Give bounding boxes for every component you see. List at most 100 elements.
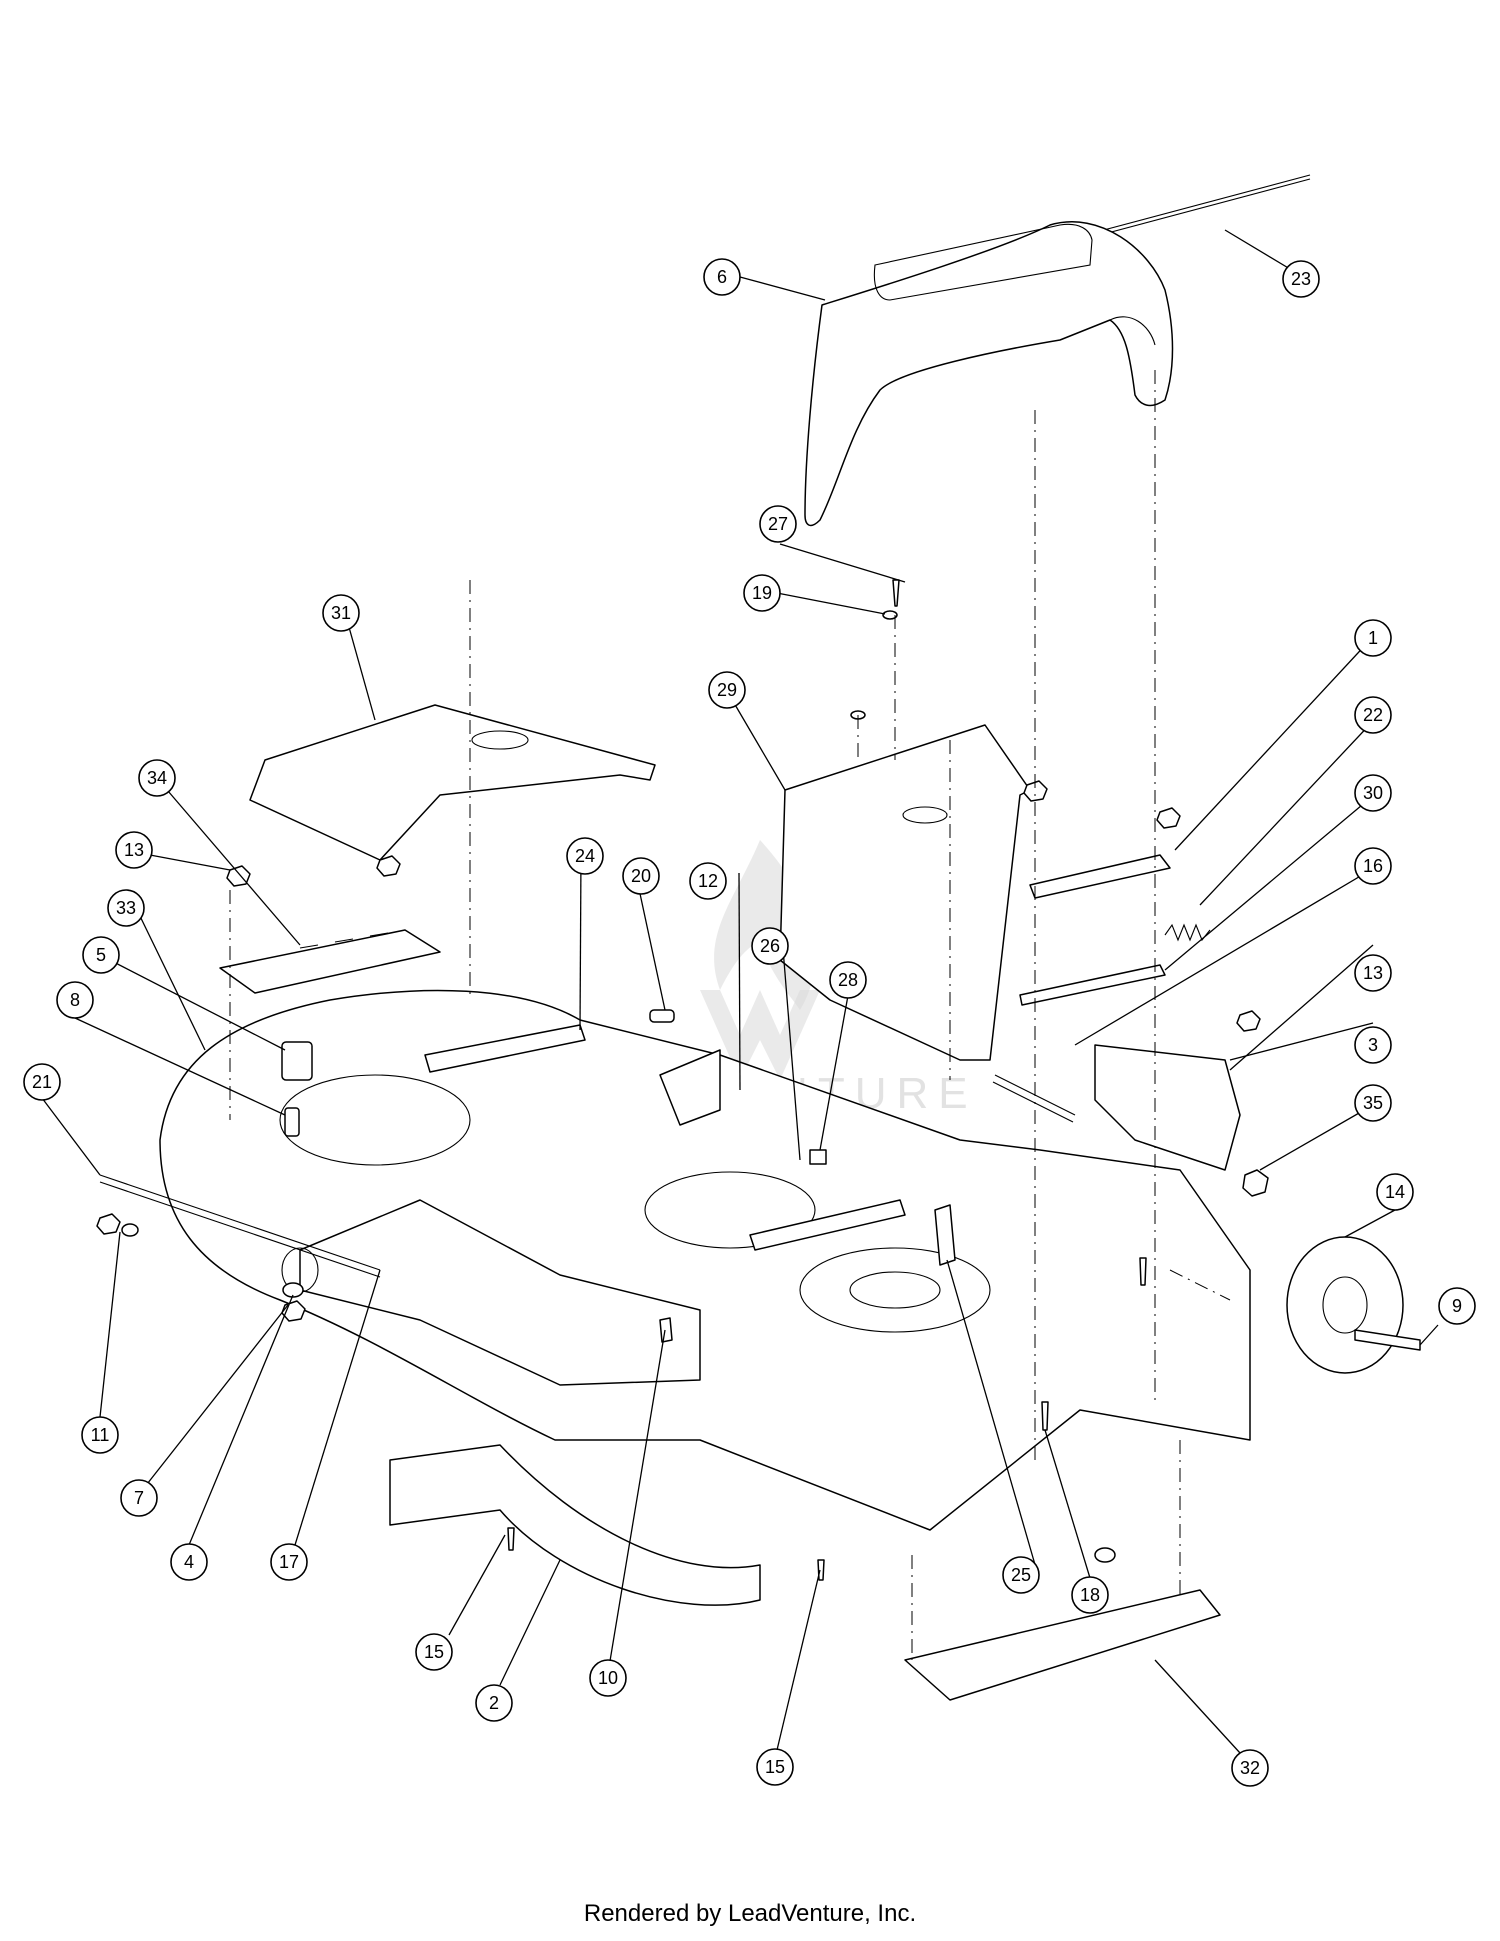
part-20-fitting bbox=[649, 1009, 675, 1023]
svg-text:5: 5 bbox=[96, 945, 106, 965]
callout-33: 33 bbox=[107, 889, 145, 927]
svg-text:13: 13 bbox=[1363, 963, 1383, 983]
callout-22: 22 bbox=[1354, 696, 1392, 734]
callout-18: 18 bbox=[1071, 1576, 1109, 1614]
part-12-bracket bbox=[659, 1049, 721, 1126]
svg-text:9: 9 bbox=[1452, 1296, 1462, 1316]
callout-34: 34 bbox=[138, 759, 176, 797]
callout-24: 24 bbox=[566, 837, 604, 875]
svg-text:34: 34 bbox=[147, 768, 167, 788]
part-2-baffle bbox=[389, 1444, 761, 1606]
callout-13-left: 13 bbox=[115, 831, 153, 869]
svg-text:23: 23 bbox=[1291, 269, 1311, 289]
callout-16: 16 bbox=[1354, 847, 1392, 885]
callout-27: 27 bbox=[759, 505, 797, 543]
part-21-rod bbox=[99, 1174, 381, 1278]
svg-text:6: 6 bbox=[717, 267, 727, 287]
callout-26: 26 bbox=[751, 927, 789, 965]
callout-13-right: 13 bbox=[1354, 954, 1392, 992]
svg-text:35: 35 bbox=[1363, 1093, 1383, 1113]
part-6-discharge-chute bbox=[804, 221, 1174, 527]
svg-text:18: 18 bbox=[1080, 1585, 1100, 1605]
part-32-rear-bracket bbox=[904, 1589, 1221, 1701]
callout-8: 8 bbox=[56, 981, 94, 1019]
svg-text:11: 11 bbox=[91, 1425, 110, 1445]
svg-text:20: 20 bbox=[631, 866, 651, 886]
callout-23: 23 bbox=[1282, 260, 1320, 298]
svg-text:29: 29 bbox=[717, 680, 737, 700]
rendered-by-footer: Rendered by LeadVenture, Inc. bbox=[583, 1900, 917, 1927]
svg-text:13: 13 bbox=[124, 840, 144, 860]
svg-text:7: 7 bbox=[134, 1488, 144, 1508]
callout-5: 5 bbox=[82, 936, 120, 974]
svg-text:15: 15 bbox=[765, 1757, 785, 1777]
callout-35: 35 bbox=[1354, 1084, 1392, 1122]
part-24-bracket bbox=[424, 1024, 586, 1073]
part-8-fitting bbox=[284, 1107, 300, 1137]
svg-text:8: 8 bbox=[70, 990, 80, 1010]
part-5-housing bbox=[281, 1041, 313, 1081]
svg-text:21: 21 bbox=[32, 1072, 52, 1092]
svg-text:16: 16 bbox=[1363, 856, 1383, 876]
callout-layer: 1 2 3 4 5 6 7 8 9 10 11 12 13 13 14 15 1… bbox=[23, 258, 1476, 1787]
svg-text:31: 31 bbox=[331, 603, 351, 623]
svg-text:27: 27 bbox=[768, 514, 788, 534]
callout-11: 11 bbox=[81, 1416, 119, 1454]
part-23-cable bbox=[1084, 174, 1311, 240]
part-30-strap bbox=[1019, 964, 1166, 1006]
svg-text:2: 2 bbox=[489, 1693, 499, 1713]
part-9-bolt bbox=[1354, 1329, 1421, 1351]
svg-text:15: 15 bbox=[424, 1642, 444, 1662]
svg-text:32: 32 bbox=[1240, 1758, 1260, 1778]
part-28-clip bbox=[809, 1149, 827, 1165]
callout-4: 4 bbox=[170, 1543, 208, 1581]
svg-text:17: 17 bbox=[279, 1552, 299, 1572]
hardware-group bbox=[96, 579, 1261, 1581]
svg-text:1: 1 bbox=[1368, 628, 1378, 648]
callout-28: 28 bbox=[829, 961, 867, 999]
part-26-bracket bbox=[749, 1199, 906, 1251]
callout-3: 3 bbox=[1354, 1026, 1392, 1064]
callout-14: 14 bbox=[1376, 1173, 1414, 1211]
callout-2: 2 bbox=[475, 1684, 513, 1722]
leader-lines bbox=[41, 229, 1439, 1766]
svg-text:19: 19 bbox=[752, 583, 772, 603]
callout-12: 12 bbox=[689, 862, 727, 900]
svg-text:28: 28 bbox=[838, 970, 858, 990]
svg-text:33: 33 bbox=[116, 898, 136, 918]
svg-text:10: 10 bbox=[598, 1668, 618, 1688]
callout-10: 10 bbox=[589, 1659, 627, 1697]
callout-20: 20 bbox=[622, 857, 660, 895]
callout-25: 25 bbox=[1002, 1556, 1040, 1594]
svg-text:4: 4 bbox=[184, 1552, 194, 1572]
callout-21: 21 bbox=[23, 1063, 61, 1101]
callout-7: 7 bbox=[120, 1479, 158, 1517]
part-29-right-cover bbox=[779, 724, 1031, 1061]
part-16-rod bbox=[992, 1074, 1076, 1123]
callout-15-left: 15 bbox=[415, 1633, 453, 1671]
callout-32: 32 bbox=[1231, 1749, 1269, 1787]
callout-6: 6 bbox=[703, 258, 741, 296]
svg-text:12: 12 bbox=[698, 871, 718, 891]
callout-15-right: 15 bbox=[756, 1748, 794, 1786]
callout-29: 29 bbox=[708, 671, 746, 709]
svg-text:3: 3 bbox=[1368, 1035, 1378, 1055]
callout-17: 17 bbox=[270, 1543, 308, 1581]
svg-text:24: 24 bbox=[575, 846, 595, 866]
part-14-wheel bbox=[1286, 1236, 1404, 1374]
mower-deck bbox=[159, 989, 1251, 1531]
part-10-pin bbox=[659, 1317, 673, 1343]
svg-text:26: 26 bbox=[760, 936, 780, 956]
svg-text:25: 25 bbox=[1011, 1565, 1031, 1585]
svg-text:14: 14 bbox=[1385, 1182, 1405, 1202]
part-31-left-cover bbox=[249, 704, 656, 861]
part-25-arm bbox=[934, 1204, 956, 1266]
svg-text:30: 30 bbox=[1363, 783, 1383, 803]
callout-30: 30 bbox=[1354, 774, 1392, 812]
part-1-bar bbox=[1029, 854, 1171, 899]
part-22-spring bbox=[1164, 923, 1211, 942]
callout-1: 1 bbox=[1354, 619, 1392, 657]
assembly-lines bbox=[229, 370, 1231, 1660]
part-34-bracket bbox=[219, 929, 441, 994]
